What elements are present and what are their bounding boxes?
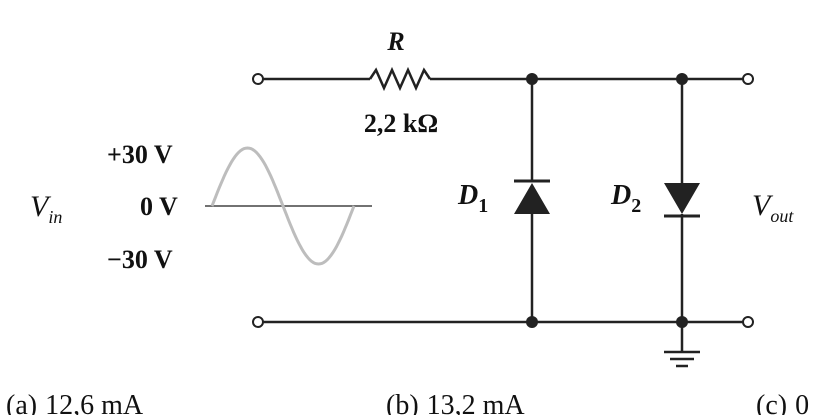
terminal-output-top (742, 73, 754, 85)
input-sine-waveform (210, 146, 356, 266)
vin-label: Vin (30, 190, 62, 227)
junction-dot (676, 73, 688, 85)
junction-dot (526, 73, 538, 85)
d2-label: D2 (610, 180, 641, 217)
answer-option-c: (c)0 (756, 390, 809, 415)
terminal-input-top (252, 73, 264, 85)
terminal-output-bottom (742, 316, 754, 328)
answer-option-a: (a)12,6 mA (6, 390, 144, 415)
ground-icon (664, 350, 700, 368)
diode-d2 (664, 183, 700, 214)
junction-dot (526, 316, 538, 328)
level-zero-label: 0 V (140, 192, 178, 221)
junction-dot (676, 316, 688, 328)
answer-option-b: (b)13,2 mA (386, 390, 525, 415)
vout-label: Vout (752, 189, 794, 226)
diode-d1 (514, 183, 550, 214)
level-positive-label: +30 V (107, 140, 173, 169)
terminal-input-bottom (252, 316, 264, 328)
resistor-symbol: R (386, 27, 404, 56)
level-negative-label: −30 V (107, 245, 173, 274)
resistor-value: 2,2 kΩ (364, 109, 438, 138)
d1-label: D1 (457, 180, 488, 217)
resistor-r (368, 66, 432, 92)
